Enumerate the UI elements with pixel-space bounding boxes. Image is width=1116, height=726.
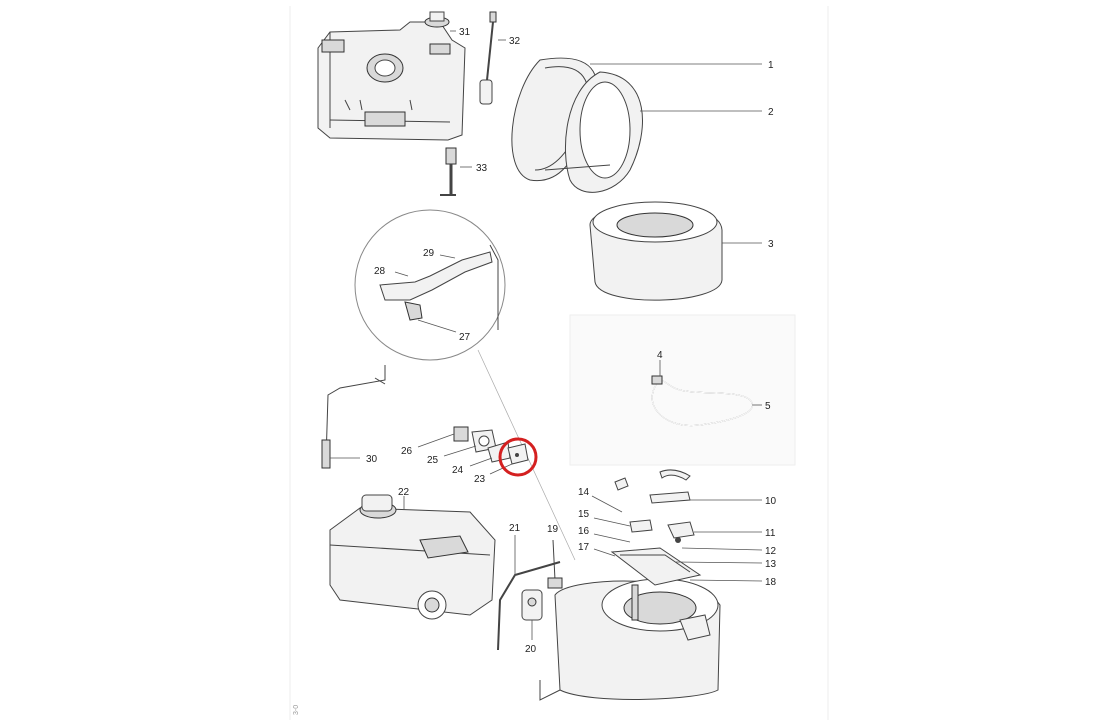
toilet-bowl-part-3 [589, 201, 723, 301]
callout-13: 13 [765, 559, 777, 570]
callout-25: 25 [427, 455, 439, 466]
blade-parts-10-18 [610, 469, 702, 621]
edge-mark: 3-0 [293, 705, 300, 715]
toilet-seat-part-2 [544, 71, 643, 193]
highlight-circle [498, 437, 538, 477]
callout-16: 16 [578, 526, 590, 537]
callout-24: 24 [452, 465, 464, 476]
rod-part-21 [497, 535, 561, 651]
callout-29: 29 [423, 248, 435, 259]
callout-10: 10 [765, 496, 777, 507]
callout-21: 21 [509, 523, 521, 534]
flush-tank-part [317, 21, 466, 141]
toilet-base-housing [539, 578, 721, 701]
wiring-part-30 [321, 365, 386, 469]
hose-part-5 [651, 375, 753, 427]
hose-detail-box [569, 314, 796, 466]
callout-23: 23 [474, 474, 486, 485]
callout-1: 1 [768, 60, 774, 71]
holder-part-25 [443, 429, 497, 457]
callout-33: 33 [476, 163, 488, 174]
callout-30: 30 [366, 454, 378, 465]
detail-circle [354, 209, 576, 561]
callout-32: 32 [509, 36, 521, 47]
callout-27: 27 [459, 332, 471, 343]
callout-2: 2 [768, 107, 774, 118]
callout-19: 19 [547, 524, 559, 535]
pipe-part-19 [547, 539, 563, 589]
callout-15: 15 [578, 509, 590, 520]
leader-lines-right [591, 495, 763, 582]
callout-28: 28 [374, 266, 386, 277]
callout-18: 18 [765, 577, 777, 588]
drain-pipe-part-33 [440, 147, 472, 196]
callout-11: 11 [765, 528, 776, 539]
valve-part-20 [521, 589, 543, 640]
cap-part-31 [424, 11, 456, 32]
callout-5: 5 [765, 401, 771, 412]
callout-26: 26 [401, 446, 413, 457]
level-sensor-part-32 [479, 11, 506, 105]
plate-part-26 [417, 426, 469, 448]
callout-31: 31 [459, 27, 471, 38]
callout-14: 14 [578, 487, 590, 498]
callout-4: 4 [657, 350, 663, 361]
valve-part-23 [489, 443, 529, 475]
callout-17: 17 [578, 542, 590, 553]
callout-20: 20 [525, 644, 537, 655]
callout-22: 22 [398, 487, 410, 498]
callout-3: 3 [768, 239, 774, 250]
callout-12: 12 [765, 546, 777, 557]
waste-cassette-part-22 [329, 494, 496, 620]
